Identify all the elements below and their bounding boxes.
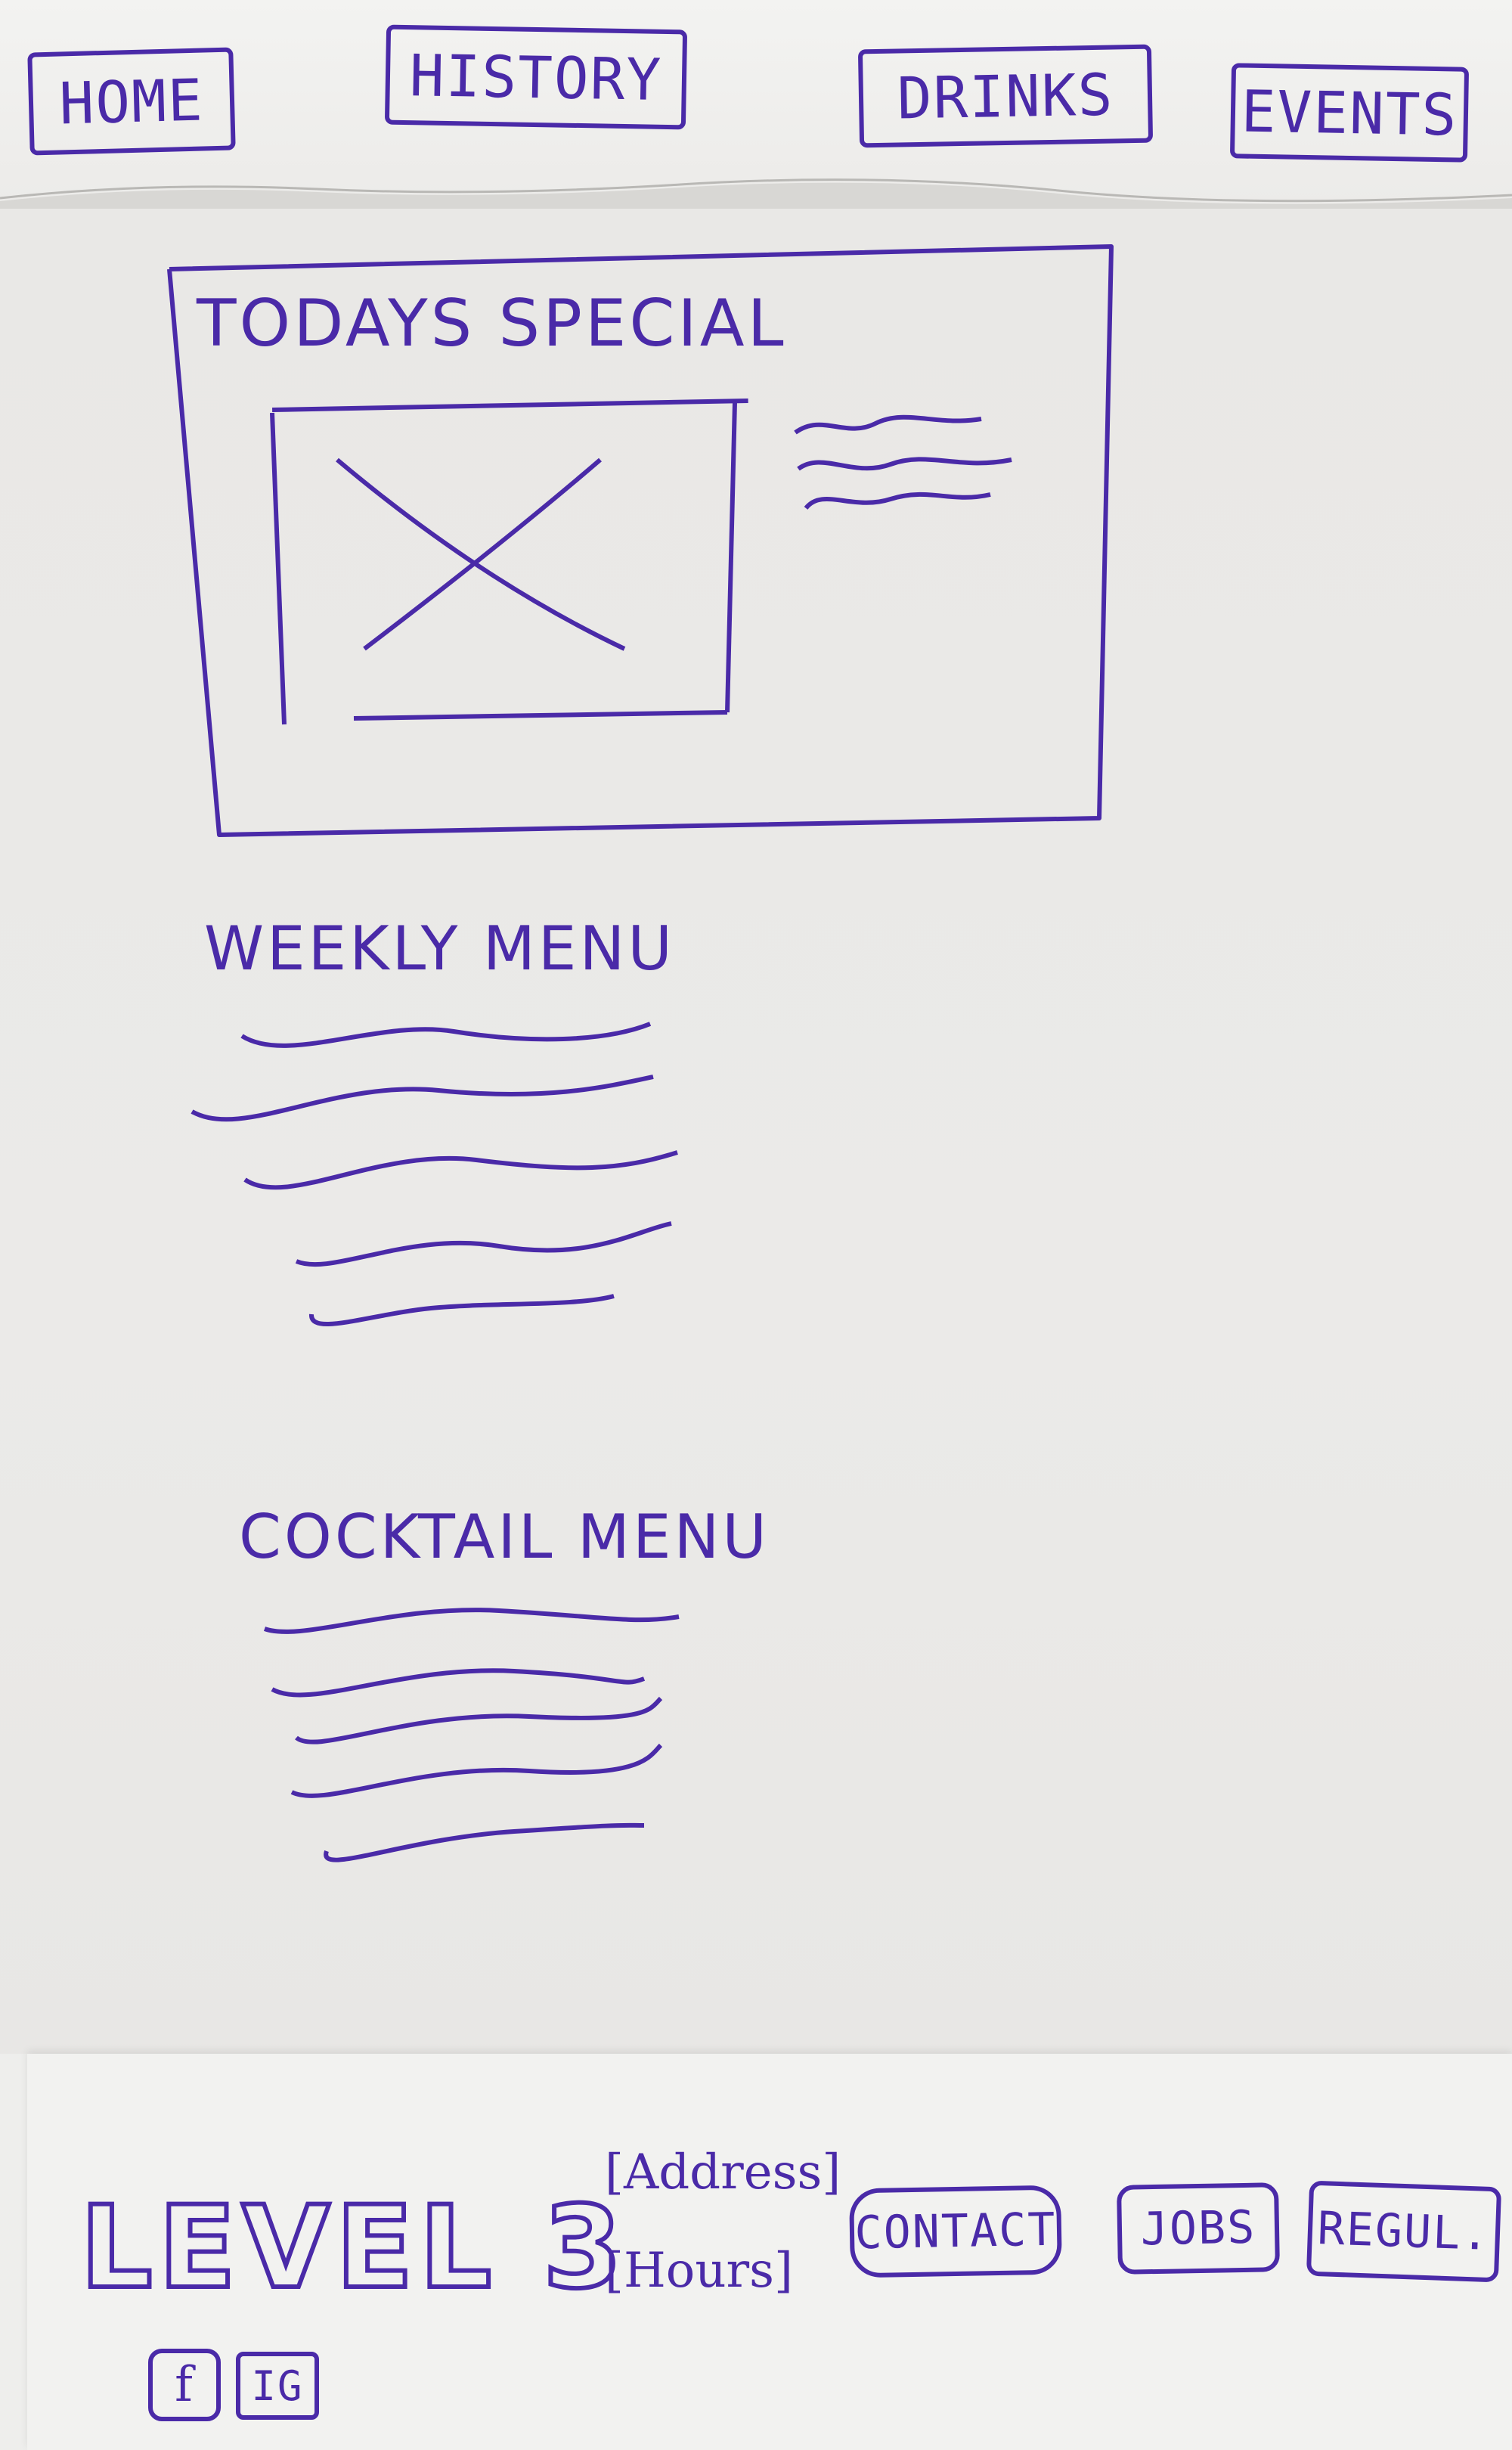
- nav-drinks-button[interactable]: DRINKS: [857, 44, 1154, 148]
- nav-paper: [0, 0, 1512, 204]
- cocktail-menu-items: [263, 1608, 680, 1862]
- image-placeholder-icon: [270, 399, 748, 725]
- nav-home-button[interactable]: HOME: [27, 47, 236, 156]
- footer-jobs-button[interactable]: JOBS: [1116, 2182, 1281, 2275]
- special-image-placeholder: [254, 392, 758, 732]
- footer-regulars-button[interactable]: REGUL.: [1306, 2180, 1502, 2283]
- cocktail-menu-title: COCKTAIL MENU: [239, 1502, 770, 1572]
- special-description-lines: [794, 414, 1012, 510]
- nav-history-button[interactable]: HISTORY: [384, 24, 688, 130]
- brand-logo[interactable]: LEVEL 3: [78, 2180, 628, 2316]
- todays-special-card: TODAYS SPECIAL: [165, 243, 1114, 841]
- footer-hours: [Hours]: [605, 2243, 793, 2299]
- facebook-icon[interactable]: f: [148, 2349, 221, 2421]
- footer-contact-button[interactable]: CONTACT: [848, 2185, 1063, 2278]
- weekly-menu-section: WEEKLY MENU: [181, 913, 711, 1397]
- paper-tear-edge: [0, 178, 1512, 209]
- weekly-menu-items: [191, 1022, 678, 1326]
- special-card-frame: [167, 244, 1114, 837]
- footer-address: [Address]: [605, 2145, 841, 2200]
- special-title: TODAYS SPECIAL: [197, 286, 787, 361]
- nav-events-button[interactable]: EVENTS: [1229, 63, 1470, 163]
- instagram-icon[interactable]: IG: [236, 2352, 319, 2420]
- main-sheet: [0, 209, 1512, 2054]
- weekly-menu-title: WEEKLY MENU: [204, 913, 675, 984]
- footer: LEVEL 3 [Address] [Hours] CONTACT JOBS R…: [27, 2054, 1512, 2450]
- cocktail-menu-section: COCKTAIL MENU: [227, 1502, 767, 1925]
